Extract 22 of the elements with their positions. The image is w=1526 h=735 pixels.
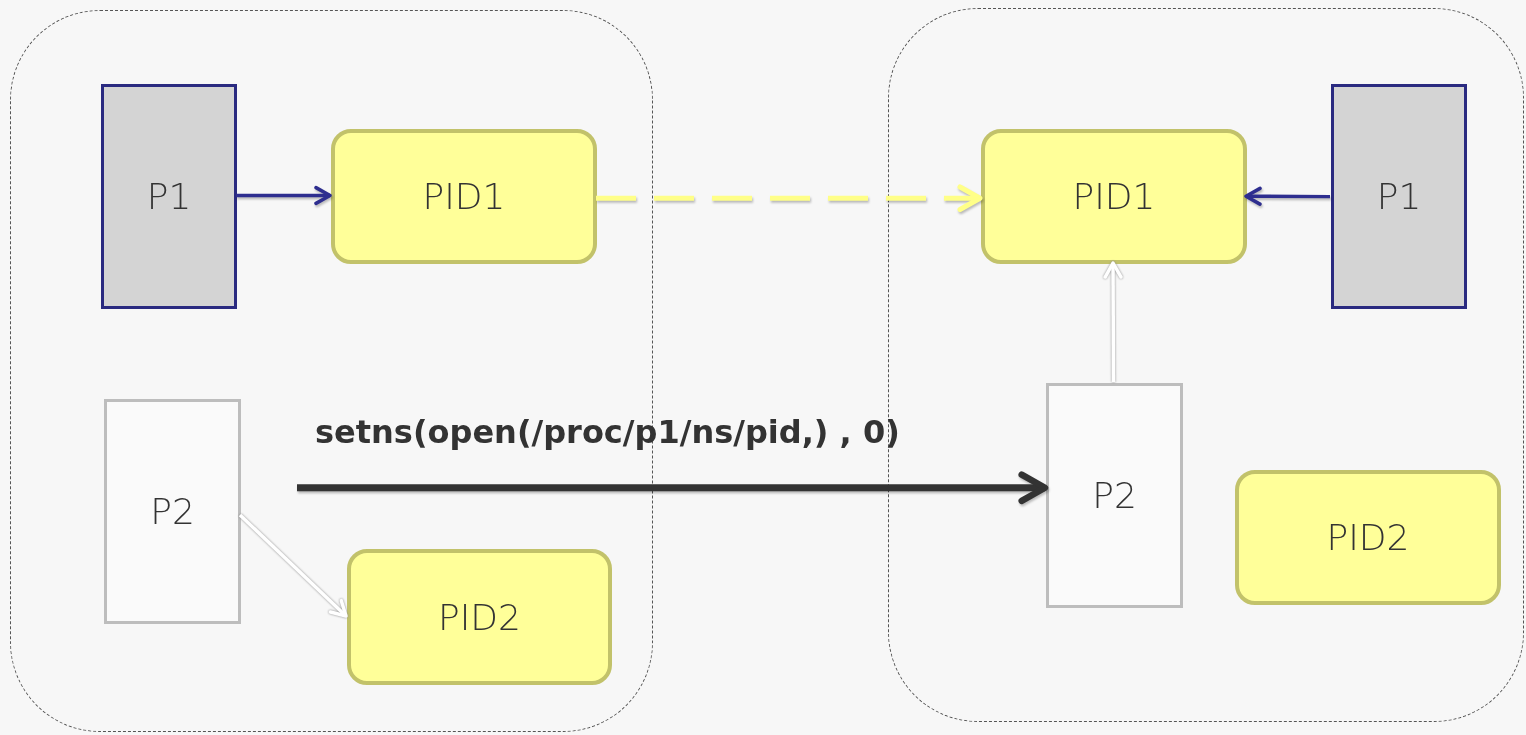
- arrow: [1244, 186, 1330, 206]
- arrow: [236, 185, 332, 206]
- process-box: [101, 84, 237, 309]
- pid-box: [347, 549, 612, 685]
- node-label: P2: [150, 491, 195, 532]
- arrow: [238, 513, 348, 618]
- node-label: PID1: [1072, 176, 1156, 217]
- arrow: [596, 184, 983, 212]
- pid-box: [1235, 470, 1501, 605]
- node-label: PID1: [422, 176, 506, 217]
- node-label: P1: [146, 176, 192, 217]
- pid-box: [981, 129, 1247, 264]
- edge-label: setns(open(/proc/p1/ns/pid,) , 0): [315, 412, 900, 451]
- pid-box: [331, 129, 597, 264]
- node-label: P1: [1376, 176, 1422, 217]
- process-box: [104, 399, 241, 624]
- node-label: PID2: [1326, 517, 1410, 558]
- node-label: PID2: [438, 596, 521, 638]
- arrow: [1103, 261, 1123, 382]
- process-box: [1046, 383, 1183, 608]
- process-box: [1331, 84, 1467, 309]
- node-label: P2: [1092, 475, 1137, 516]
